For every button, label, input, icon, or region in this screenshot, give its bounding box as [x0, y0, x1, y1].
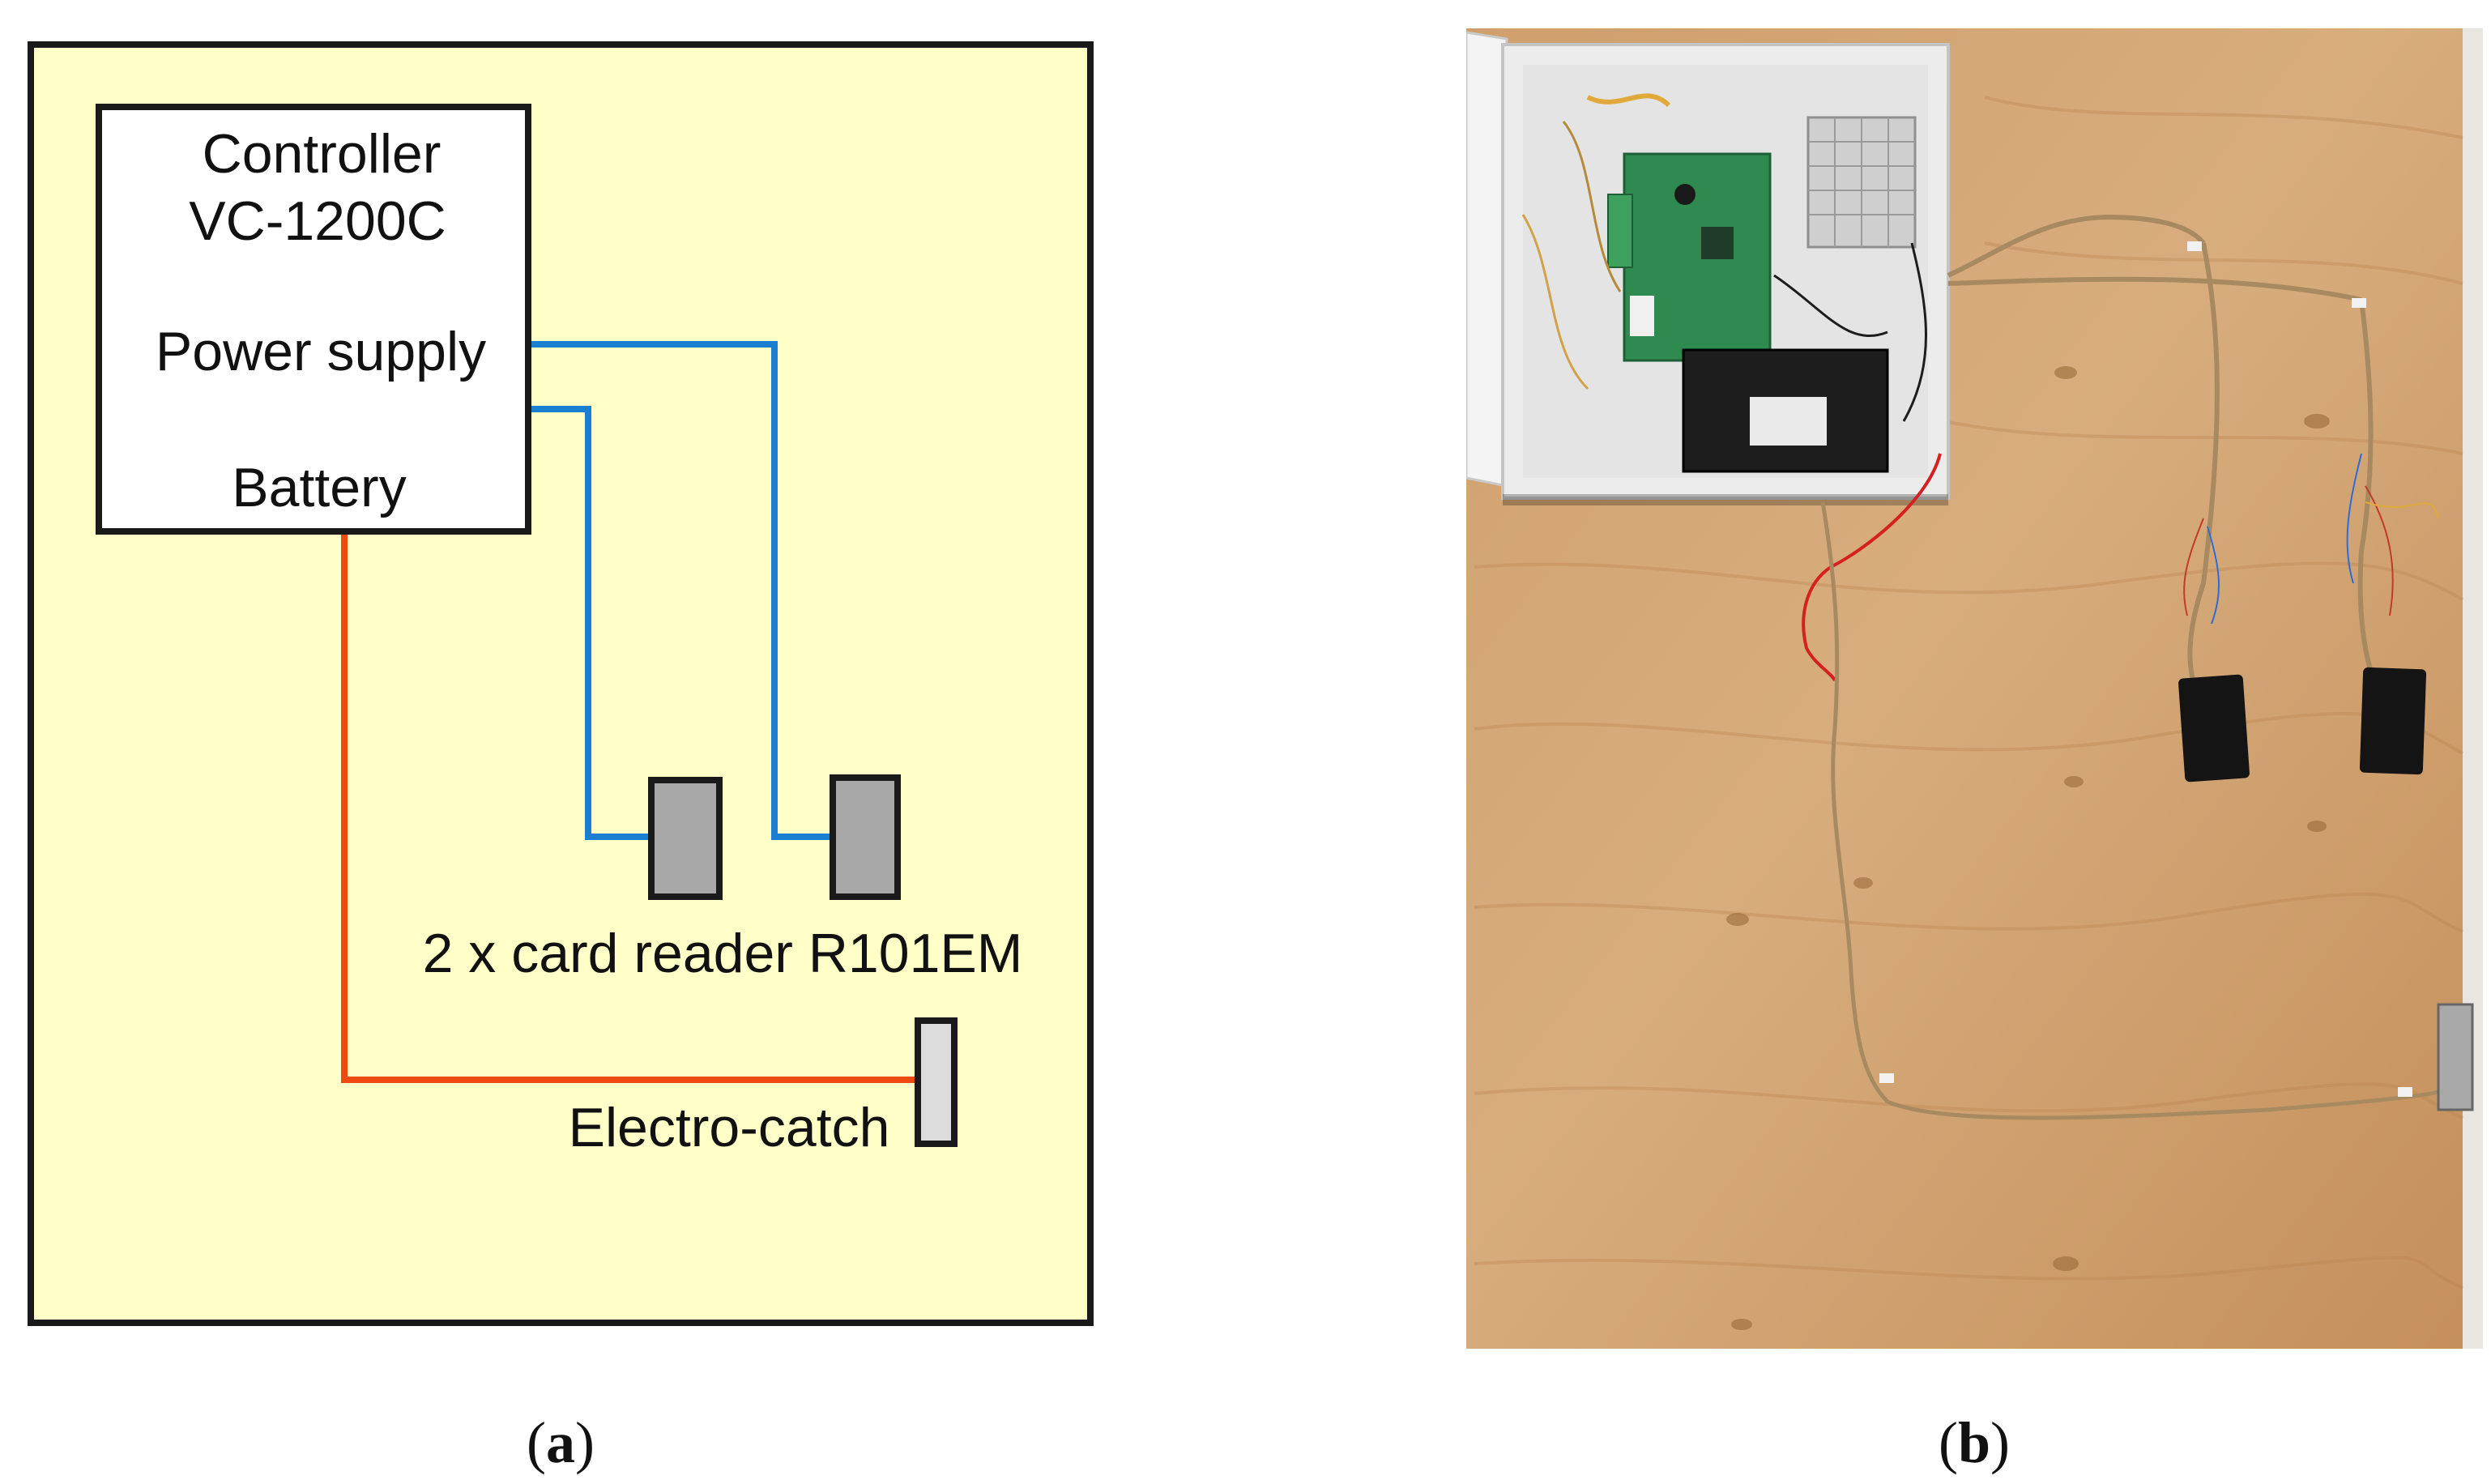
controller-title-line2: VC-1200C [189, 190, 446, 252]
battery-wire [341, 531, 921, 1083]
caption-a-letter: a [546, 1410, 575, 1475]
controller-title-line1: Controller [203, 123, 441, 185]
cable-clip-2 [2352, 298, 2366, 308]
reader-wire-strands [2183, 453, 2439, 625]
electro-catch-label: Electro-catch [569, 1097, 890, 1158]
card-reader-1 [648, 777, 723, 900]
cabinet-shadow [1503, 494, 1948, 505]
wood-knots [1726, 366, 2330, 1330]
cabinet-wiring [1521, 93, 1927, 422]
pcb-capacitor [1674, 184, 1696, 205]
card-reader-2 [830, 774, 901, 900]
power-supply-label: Power supply [156, 321, 486, 382]
caption-b: (b) [1939, 1410, 2010, 1475]
power-wire-inner [528, 406, 655, 840]
battery-label: Battery [232, 457, 406, 518]
cabinet-door [1466, 31, 1508, 488]
cable-clip-1 [2187, 241, 2202, 251]
cable-clip-3 [1879, 1073, 1894, 1083]
panel-a-diagram: Controller VC-1200C Power supply Battery… [28, 41, 1094, 1475]
caption-b-letter: b [1958, 1410, 1990, 1475]
cable-clip-4 [2398, 1087, 2412, 1097]
battery-sticker [1750, 397, 1827, 446]
board-edge [2463, 28, 2483, 1349]
pcb-terminal-block [1607, 194, 1633, 268]
electro-catch-photo [2437, 1003, 2474, 1111]
card-readers-label: 2 x card reader R101EM [423, 923, 1023, 984]
battery-red-wire [1802, 453, 1942, 682]
power-wire-outer [528, 341, 836, 840]
psu-mesh [1808, 117, 1915, 247]
panel-b-photo: (b) [1466, 28, 2483, 1475]
caption-a: (a) [527, 1410, 595, 1475]
card-reader-photo-1 [2178, 674, 2250, 783]
electro-catch [915, 1017, 958, 1147]
pcb-chip [1701, 227, 1734, 259]
controller-box [96, 104, 531, 535]
reader-wire-bundle [1947, 214, 2376, 689]
electro-catch-wire [1820, 501, 2439, 1120]
card-reader-photo-2 [2359, 667, 2427, 775]
pcb-label [1630, 296, 1654, 336]
